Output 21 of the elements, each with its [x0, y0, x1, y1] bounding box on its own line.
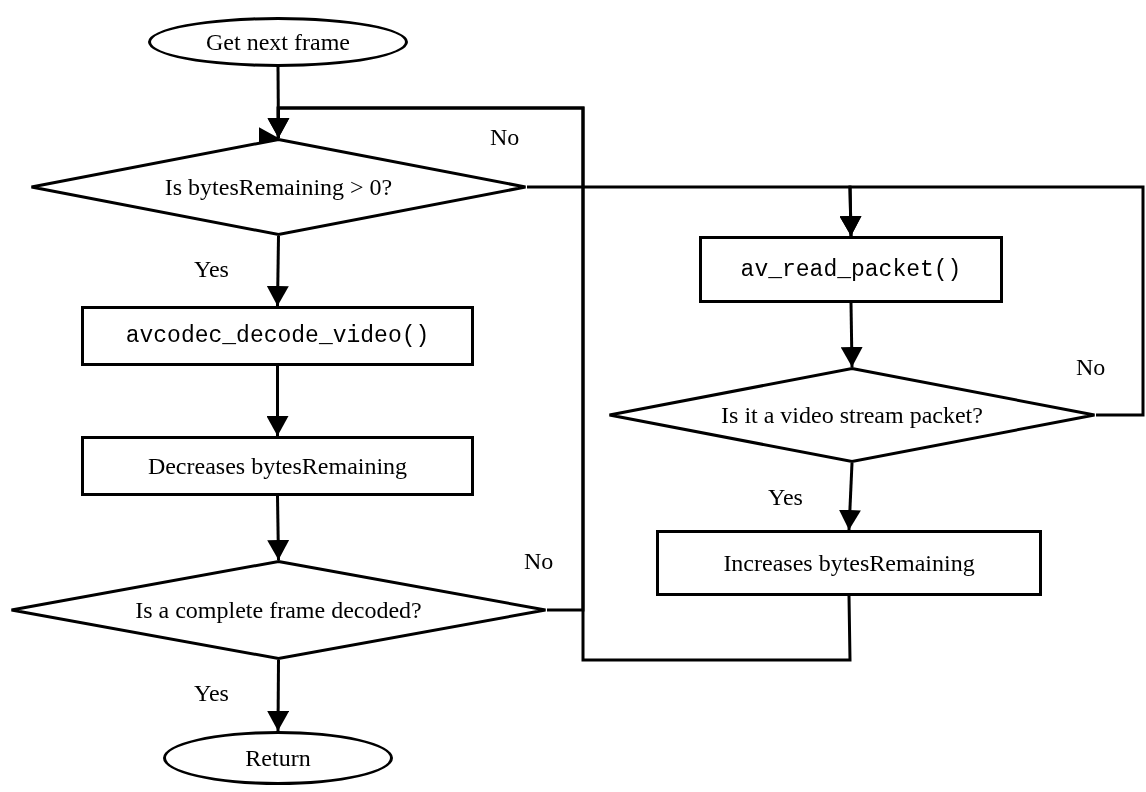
- arrow: [840, 302, 863, 368]
- arrow: [838, 462, 861, 531]
- node-text: Is bytesRemaining > 0?: [164, 173, 393, 201]
- process-box: [656, 530, 1042, 596]
- node-text: Get next frame: [206, 28, 350, 56]
- node-text: Is it a video stream packet?: [721, 401, 983, 429]
- arrow: [267, 106, 852, 662]
- arrow: [839, 185, 1145, 417]
- node-text: Increases bytesRemaining: [723, 549, 975, 577]
- node-text: av_read_packet(): [740, 256, 962, 283]
- process-box: [699, 236, 1003, 303]
- process-box: [81, 306, 474, 366]
- arrow: [266, 235, 289, 307]
- arrow: [267, 660, 290, 731]
- arrow: [266, 366, 289, 436]
- process-box: [81, 436, 474, 496]
- node-text: avcodec_decode_video(): [125, 323, 430, 349]
- arrow: [267, 495, 290, 561]
- node-text: Is a complete frame decoded?: [135, 596, 422, 624]
- node-text: Return: [245, 744, 311, 772]
- node-text: Decreases bytesRemaining: [147, 452, 408, 480]
